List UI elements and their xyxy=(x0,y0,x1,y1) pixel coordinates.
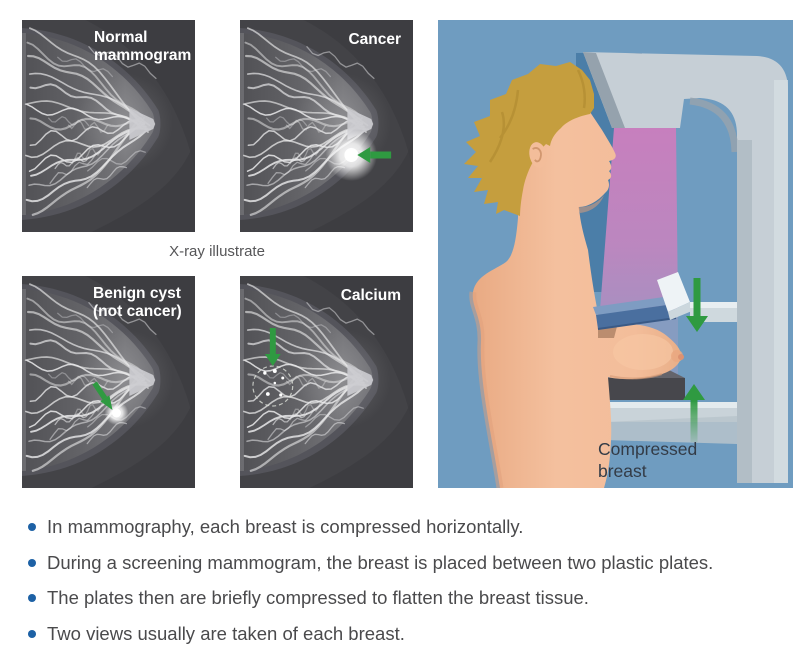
compressed-breast-label: Compressed breast xyxy=(598,439,698,482)
compress-down-arrow-icon xyxy=(686,278,708,332)
patient-figure xyxy=(464,62,684,489)
calcium-dashed-circle xyxy=(252,365,294,407)
hair xyxy=(464,62,594,216)
mammography-machine-illustration xyxy=(438,20,793,489)
cancer-mammogram-illustration xyxy=(240,20,413,232)
panel-label: Benign cyst (not cancer) xyxy=(93,285,182,321)
panel-label: Normal mammogram xyxy=(94,29,192,65)
xray-caption: X-ray illustrate xyxy=(169,243,265,260)
notes-list: In mammography, each breast is compresse… xyxy=(28,516,792,658)
compression-plate-bottom xyxy=(603,378,685,400)
calcium-mammogram-illustration xyxy=(240,276,413,488)
panel-label: Cancer xyxy=(348,31,401,48)
note-item: Two views usually are taken of each brea… xyxy=(28,623,792,646)
compression-plate-top xyxy=(596,304,676,329)
note-item: In mammography, each breast is compresse… xyxy=(28,516,792,539)
nipple xyxy=(678,354,684,360)
panel-normal-mammogram: Normal mammogram xyxy=(22,20,195,232)
calcium-specks xyxy=(263,369,285,397)
panel-calcium: Calcium xyxy=(240,276,413,488)
note-item: The plates then are briefly compressed t… xyxy=(28,587,792,610)
plate-bracket xyxy=(657,272,690,312)
cancer-arrow-icon xyxy=(357,147,392,163)
ear xyxy=(529,142,547,168)
machine-scene: Compressed breast xyxy=(438,20,793,489)
calcium-arrow-icon xyxy=(264,328,281,366)
panel-cancer: Cancer xyxy=(240,20,413,232)
x-ray-beam xyxy=(600,128,678,310)
compress-up-arrow-icon xyxy=(683,384,705,442)
note-item: During a screening mammogram, the breast… xyxy=(28,552,792,575)
benign-cyst-arrow-icon xyxy=(92,381,113,410)
benign-cyst-mammogram-illustration xyxy=(22,276,195,488)
panel-benign-cyst: Benign cyst (not cancer) xyxy=(22,276,195,488)
panel-label: Calcium xyxy=(340,287,401,304)
